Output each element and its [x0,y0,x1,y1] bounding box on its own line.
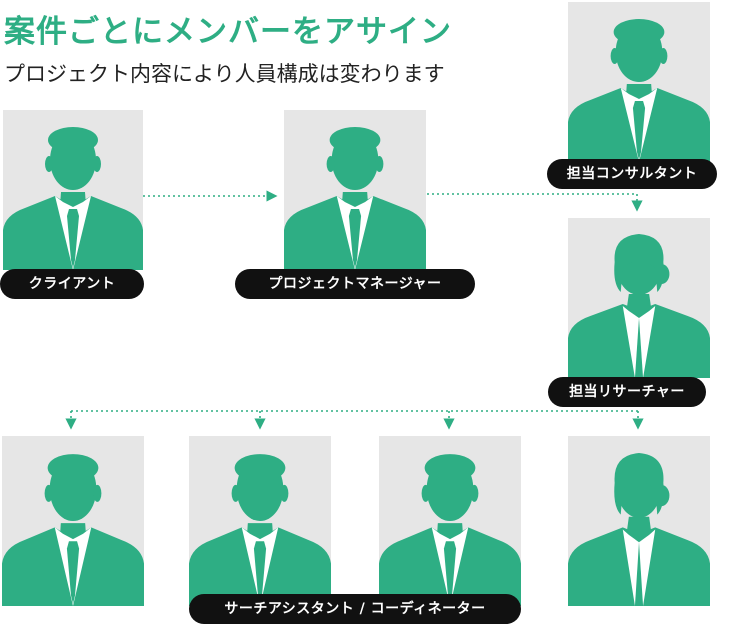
man-silhouette-icon [284,110,426,270]
client-card [3,110,143,270]
man-silhouette-icon [379,436,521,606]
man-silhouette-icon [2,436,144,606]
project-manager-label: プロジェクトマネージャー [235,269,475,299]
page-title: 案件ごとにメンバーをアサイン [4,14,452,50]
project-manager-card [284,110,426,270]
page-subtitle: プロジェクト内容により人員構成は変わります [4,62,445,86]
woman-silhouette-icon [568,436,710,606]
man-silhouette-icon [568,2,710,162]
assistant-card-4 [568,436,710,606]
assistant-card-3 [379,436,521,606]
consultant-label: 担当コンサルタント [547,159,717,189]
assistant-card-1 [2,436,144,606]
man-silhouette-icon [189,436,331,606]
consultant-card [568,2,710,162]
assistant-card-2 [189,436,331,606]
connector-pm-to-consultant [427,193,643,212]
woman-silhouette-icon [568,218,710,378]
researcher-label: 担当リサーチャー [548,377,706,407]
man-silhouette-icon [3,110,143,270]
client-label: クライアント [0,269,144,299]
researcher-card [568,218,710,378]
assistant-label: サーチアシスタント / コーディネーター [189,594,521,624]
